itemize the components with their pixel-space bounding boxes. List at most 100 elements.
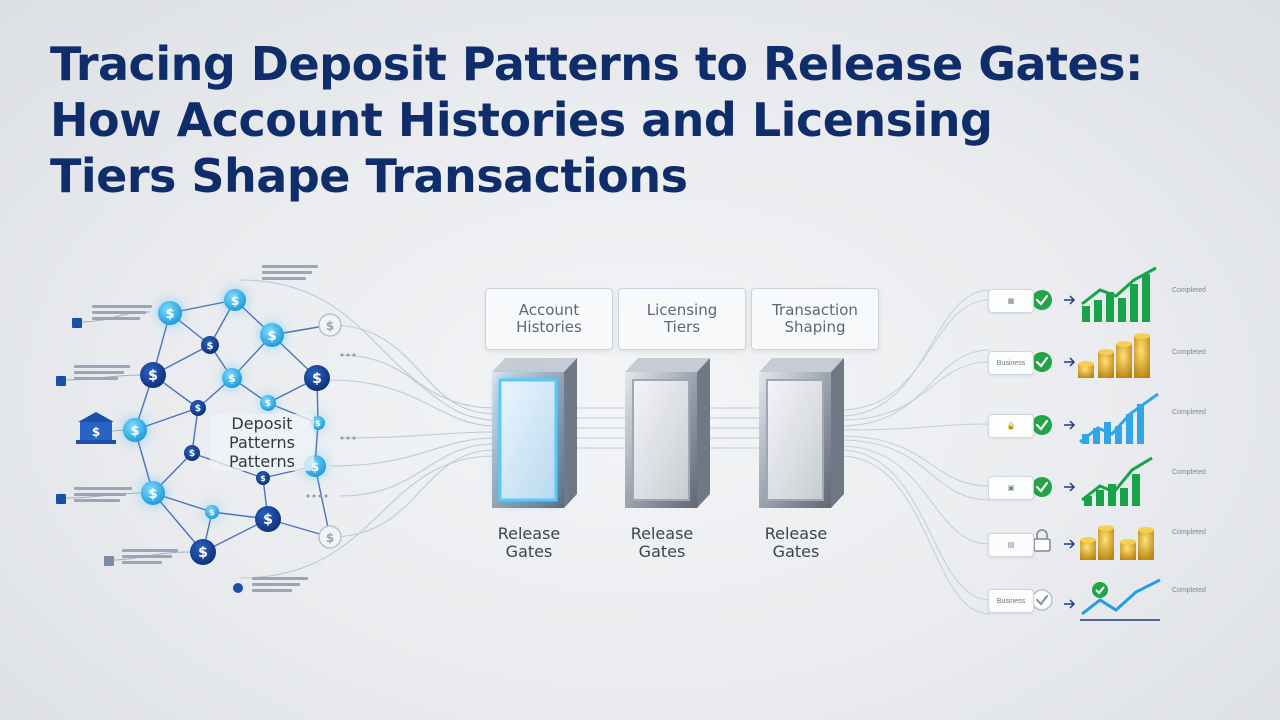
gate-2-label: Release Gates — [602, 525, 722, 561]
outcome-chip-2: Business — [988, 351, 1034, 375]
source-text-1 — [92, 302, 172, 323]
dollar-icon — [201, 336, 219, 354]
svg-text:$: $ — [130, 424, 139, 439]
svg-text:$: $ — [260, 474, 266, 483]
dollar-icon — [255, 506, 281, 532]
gate-3-line-1: Release — [764, 524, 828, 543]
svg-text:$: $ — [207, 341, 214, 352]
check-marks — [1035, 294, 1049, 606]
svg-text:$: $ — [198, 545, 208, 561]
outcome-chip-6: Business — [988, 589, 1034, 613]
stage-label-account-histories: Account Histories — [485, 288, 613, 350]
svg-text:$: $ — [315, 419, 321, 428]
dot-trails — [306, 353, 356, 498]
source-text-3 — [74, 484, 154, 505]
bar-chart-green-1 — [1081, 266, 1157, 322]
outcome-note-4: Completed — [1172, 469, 1206, 476]
svg-text:$: $ — [311, 460, 319, 474]
outcome-note-1: Completed — [1172, 287, 1206, 294]
gate-2 — [625, 358, 710, 508]
check-icon — [1092, 582, 1108, 598]
stage-2-line-2: Tiers — [663, 318, 701, 336]
dollar-icon — [222, 368, 242, 388]
source-text-2 — [74, 362, 154, 383]
svg-text:$: $ — [312, 371, 322, 387]
svg-text:$: $ — [165, 307, 174, 322]
dollar-icon — [123, 418, 147, 442]
inflow-lines — [239, 279, 496, 579]
svg-text:$: $ — [326, 319, 334, 333]
gate-3-line-2: Gates — [772, 542, 820, 561]
dollar-icon — [318, 525, 342, 549]
card-icon — [72, 318, 82, 328]
svg-text:$: $ — [148, 487, 157, 502]
coin-stacks-1 — [1078, 333, 1150, 378]
svg-text:$: $ — [228, 372, 236, 385]
gate-1 — [492, 358, 577, 508]
title-line-3: Tiers Shape Transactions — [50, 149, 688, 203]
gate-3-label: Release Gates — [736, 525, 856, 561]
outcome-note-2: Completed — [1172, 349, 1206, 356]
gate-links — [575, 407, 762, 449]
arrow-icon — [233, 583, 243, 593]
gate-1-line-2: Gates — [505, 542, 553, 561]
svg-text:$: $ — [263, 512, 273, 528]
dollar-icon — [190, 539, 216, 565]
card-icon — [56, 494, 66, 504]
check-icon — [1032, 352, 1052, 372]
svg-text:$: $ — [148, 368, 158, 384]
title-line-2: How Account Histories and Licensing — [50, 93, 993, 147]
outflow-lines — [839, 289, 991, 615]
svg-text:$: $ — [326, 531, 334, 545]
outcome-note-6: Completed — [1172, 587, 1206, 594]
page-title: Tracing Deposit Patterns to Release Gate… — [50, 36, 1230, 204]
svg-text:$: $ — [92, 425, 100, 439]
stage-label-licensing-tiers: Licensing Tiers — [618, 288, 746, 350]
outcome-chip-5: ▤ — [988, 533, 1034, 557]
check-icon — [1031, 589, 1053, 611]
outcome-note-3: Completed — [1172, 409, 1206, 416]
check-icon — [1032, 477, 1052, 497]
dollar-icon — [260, 323, 284, 347]
dollar-icon — [184, 445, 200, 461]
dollar-icon — [140, 362, 166, 388]
status-checks — [1031, 290, 1053, 611]
svg-text:$: $ — [209, 508, 215, 517]
dollar-icon — [158, 301, 182, 325]
dollar-glyphs: $$ $$ $$ $$ $$ $$ $$ $$ $$ $ $ — [130, 294, 334, 561]
check-icon — [1032, 290, 1052, 310]
dollar-icon — [205, 505, 219, 519]
source-text-6 — [252, 574, 332, 595]
gate-2-line-2: Gates — [638, 542, 686, 561]
svg-text:$: $ — [195, 404, 201, 414]
stage-label-transaction-shaping: Transaction Shaping — [751, 288, 879, 350]
svg-text:$: $ — [231, 294, 239, 308]
bar-chart-blue — [1079, 392, 1159, 444]
stage-3-line-2: Shaping — [784, 318, 846, 336]
deposit-label-line-3: Patterns — [229, 452, 295, 471]
card-icon — [104, 556, 114, 566]
dollar-icon — [256, 471, 270, 485]
source-text-4 — [122, 546, 202, 567]
check-icon — [1032, 415, 1052, 435]
svg-text:$: $ — [267, 329, 276, 344]
svg-text:$: $ — [265, 399, 271, 409]
stage-2-line-1: Licensing — [646, 301, 718, 319]
source-text-5 — [262, 262, 342, 283]
stage-1-line-1: Account — [518, 301, 580, 319]
deposit-patterns-label: Deposit Patterns Patterns — [210, 414, 314, 471]
coin-stacks-2 — [1080, 525, 1154, 560]
stage-3-line-1: Transaction — [772, 301, 858, 319]
bar-chart-green-2 — [1081, 456, 1153, 506]
outcome-note-5: Completed — [1172, 529, 1206, 536]
outcome-chip-3: 🔒 — [988, 414, 1034, 438]
card-icon — [56, 376, 66, 386]
gate-2-line-1: Release — [630, 524, 694, 543]
deposit-label-line-1: Deposit — [231, 414, 293, 433]
dollar-icon — [224, 289, 246, 311]
gate-1-label: Release Gates — [469, 525, 589, 561]
lock-icon — [1033, 529, 1051, 552]
gate-3 — [759, 358, 844, 508]
dollar-icon — [190, 400, 206, 416]
